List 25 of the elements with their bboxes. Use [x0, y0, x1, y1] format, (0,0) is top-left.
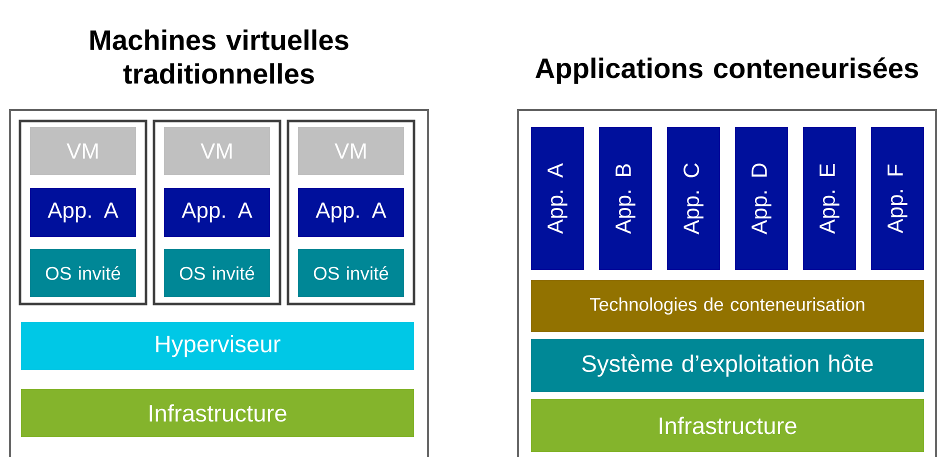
layer-box: App. A	[30, 188, 136, 237]
app-box: App. F	[871, 127, 924, 270]
app-box: App. D	[735, 127, 788, 270]
vm-frame	[286, 120, 416, 306]
layer-box: Hyperviseur	[21, 322, 414, 370]
app-box: App. C	[667, 127, 720, 270]
vm-frame	[18, 120, 148, 306]
layer-box: Technologies de conteneurisation	[531, 280, 924, 332]
app-box: App. A	[531, 127, 584, 270]
vm-frame	[152, 120, 282, 306]
app-box: App. B	[599, 127, 652, 270]
layer-box: Système d’exploitation hôte	[531, 339, 924, 392]
layer-box: OS invité	[298, 249, 404, 297]
layer-box: OS invité	[164, 249, 270, 297]
layer-box: OS invité	[30, 249, 136, 297]
layer-box: VM	[164, 127, 270, 175]
layer-box: VM	[30, 127, 136, 175]
app-box: App. E	[803, 127, 856, 270]
node-label: Machines virtuelles traditionnelles	[90, 29, 348, 84]
node-label: Applications conteneurisées	[536, 57, 918, 84]
layer-box: App. A	[298, 188, 404, 237]
layer-box: Infrastructure	[531, 399, 924, 452]
layer-box: VM	[298, 127, 404, 175]
layer-box: App. A	[164, 188, 270, 237]
layer-box: Infrastructure	[21, 389, 414, 437]
